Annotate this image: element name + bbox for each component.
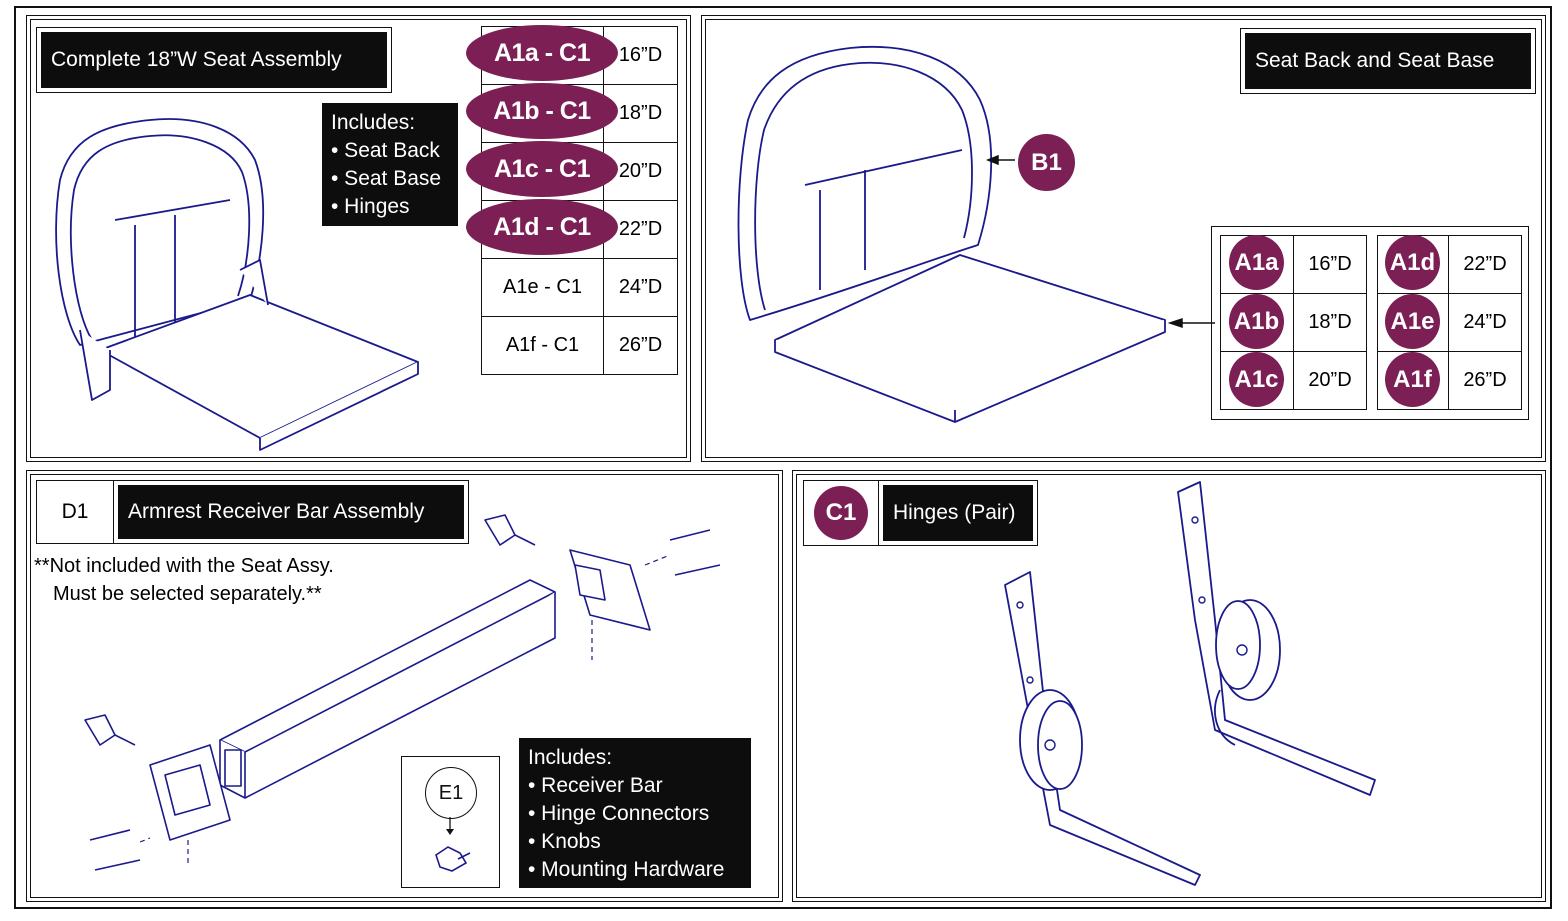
seat-base-tables-border	[1211, 226, 1529, 420]
part-callout-a1c-c1[interactable]: A1c - C1	[466, 141, 618, 197]
panel-complete-seat-assembly	[26, 15, 691, 462]
seat-base-callout-a1e[interactable]: A1e	[1385, 294, 1440, 349]
part-cell: A1f - C1	[481, 316, 604, 375]
seat-back-base-title-tag: Seat Back and Seat Base	[1240, 28, 1536, 94]
armrest-part-code: D1	[37, 481, 114, 543]
armrest-title-tag: D1 Armrest Receiver Bar Assembly	[36, 480, 469, 544]
depth-cell: 26”D	[1448, 351, 1522, 410]
includes-item: • Receiver Bar	[528, 774, 663, 797]
seat-back-base-title: Seat Back and Seat Base	[1245, 33, 1531, 89]
includes-heading: Includes:	[331, 111, 416, 134]
part-callout-a1d-c1[interactable]: A1d - C1	[466, 199, 618, 255]
seat-back-base-illustration	[730, 40, 1190, 430]
depth-cell: 24”D	[1448, 293, 1522, 352]
panel-seat-back-and-base	[701, 15, 1546, 462]
includes-item: • Mounting Hardware	[528, 858, 725, 881]
armrest-note-line: Must be selected separately.**	[53, 583, 322, 605]
complete-seat-includes: Includes: • Seat Back • Seat Base • Hing…	[322, 103, 458, 226]
knob-icon	[422, 817, 482, 877]
hinges-callout-c1[interactable]: C1	[814, 486, 868, 540]
part-cell: A1e - C1	[481, 258, 604, 317]
complete-seat-title-tag: Complete 18”W Seat Assembly	[36, 27, 392, 93]
seat-base-right-table: 22”D 24”D 26”D	[1377, 235, 1522, 410]
armrest-receiver-bar-illustration	[70, 520, 740, 890]
hinges-illustration	[990, 480, 1390, 890]
knob-callout-box: E1	[401, 756, 500, 888]
complete-seat-illustration	[40, 100, 440, 460]
depth-cell: 26”D	[603, 316, 678, 375]
seat-base-callout-a1d[interactable]: A1d	[1385, 235, 1440, 290]
hinges-title: Hinges (Pair)	[883, 485, 1033, 541]
seat-base-callout-a1b[interactable]: A1b	[1229, 294, 1284, 349]
seat-back-callout-b1[interactable]: B1	[1018, 134, 1075, 191]
armrest-note-line: **Not included with the Seat Assy.	[34, 555, 334, 577]
depth-cell: 20”D	[1293, 351, 1367, 410]
part-callout-a1b-c1[interactable]: A1b - C1	[466, 83, 618, 139]
part-callout-a1a-c1[interactable]: A1a - C1	[466, 25, 618, 81]
hinges-title-tag: C1 Hinges (Pair)	[803, 480, 1038, 546]
diagram-frame	[14, 6, 1552, 909]
armrest-note: **Not included with the Seat Assy. Must …	[34, 552, 334, 608]
includes-item: • Hinges	[331, 195, 410, 218]
complete-seat-title: Complete 18”W Seat Assembly	[41, 32, 387, 88]
panel-armrest-receiver-bar	[26, 470, 783, 902]
panel-hinges	[792, 470, 1546, 902]
knob-callout-e1[interactable]: E1	[425, 767, 477, 819]
armrest-title: Armrest Receiver Bar Assembly	[118, 485, 464, 539]
includes-item: • Knobs	[528, 830, 601, 853]
depth-cell: 24”D	[603, 258, 678, 317]
seat-base-callout-a1c[interactable]: A1c	[1229, 352, 1284, 407]
includes-item: • Hinge Connectors	[528, 802, 710, 825]
depth-cell: 22”D	[1448, 235, 1522, 294]
includes-heading: Includes:	[528, 746, 613, 769]
seat-base-callout-a1a[interactable]: A1a	[1229, 235, 1284, 290]
seat-base-callout-a1f[interactable]: A1f	[1385, 352, 1440, 407]
armrest-includes: Includes: • Receiver Bar • Hinge Connect…	[519, 738, 751, 888]
depth-cell: 16”D	[1293, 235, 1367, 294]
includes-item: • Seat Back	[331, 139, 440, 162]
includes-item: • Seat Base	[331, 167, 442, 190]
depth-cell: 18”D	[1293, 293, 1367, 352]
